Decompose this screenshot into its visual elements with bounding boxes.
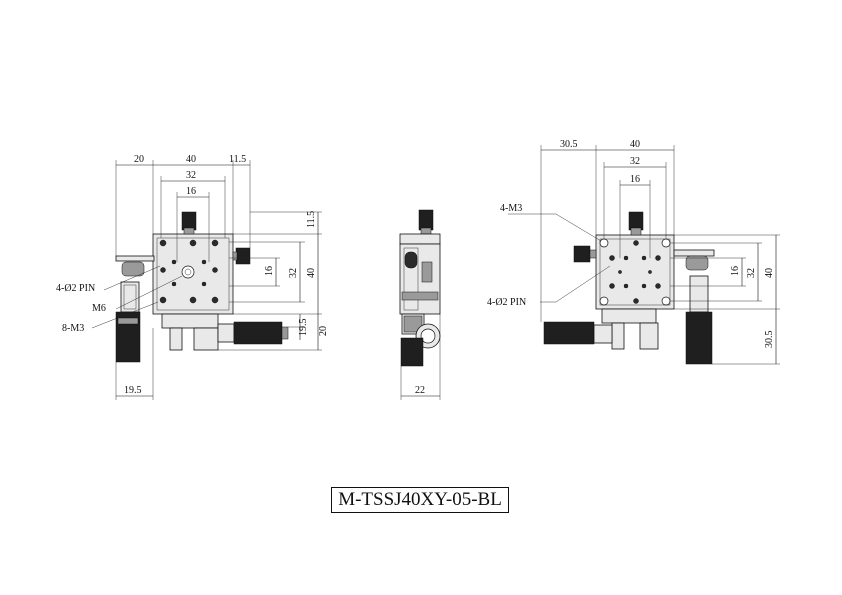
top-lock-knob (628, 211, 644, 231)
top-dim-30-5: 30.5 (560, 139, 578, 150)
top-side-knob (573, 245, 591, 263)
front-side-knob (235, 247, 251, 265)
callout-4-m3: 4-M3 (500, 203, 522, 214)
front-left-clamp (121, 261, 145, 277)
front-right-dim-19-5: 19.5 (298, 319, 309, 337)
side-micrometer-thimble (400, 337, 424, 367)
top-right-dim-16: 16 (730, 266, 741, 276)
top-right-clamp (685, 255, 709, 271)
side-view: 22 (399, 209, 441, 400)
front-right-dim-20: 20 (318, 326, 329, 336)
callout-m6: M6 (92, 303, 106, 314)
front-right-dim-16: 16 (264, 266, 275, 276)
m3-holes (159, 239, 219, 304)
top-micrometer-thimble (685, 311, 713, 365)
top-dim-32: 32 (630, 156, 640, 167)
front-dim-16: 16 (186, 186, 196, 197)
top-dim-16: 16 (630, 174, 640, 185)
front-dim-40: 40 (186, 154, 196, 165)
top-dim-40: 40 (630, 139, 640, 150)
top-stage-body (595, 234, 675, 310)
model-number-label: M-TSSJ40XY-05-BL (331, 487, 509, 513)
front-right-dim-32: 32 (288, 268, 299, 278)
top-right-dim-30-5: 30.5 (764, 331, 775, 349)
callout-4-pin: 4-Ø2 PIN (487, 297, 526, 308)
callout-8-m3: 8-M3 (62, 323, 84, 334)
front-view: 20 40 11.5 32 16 11.5 16 32 40 19.5 20 1… (56, 154, 329, 400)
top-view: 30.5 40 32 16 16 32 40 30.5 4-M3 4-Ø2 PI… (487, 139, 780, 365)
front-lock-knob (181, 211, 197, 231)
top-right-dim-40: 40 (764, 268, 775, 278)
center-m6-hole (181, 265, 195, 279)
front-horizontal-micrometer (233, 321, 283, 345)
front-dim-32: 32 (186, 170, 196, 181)
side-bottom-dim-22: 22 (415, 385, 425, 396)
front-bottom-dim-19-5: 19.5 (124, 385, 142, 396)
top-horizontal-micrometer (543, 321, 595, 345)
front-right-dim-40: 40 (306, 268, 317, 278)
side-lock-knob (418, 209, 434, 231)
front-dim-20: 20 (134, 154, 144, 165)
top-right-dim-32: 32 (746, 268, 757, 278)
front-dim-11-5: 11.5 (229, 154, 246, 165)
front-right-dim-11-5: 11.5 (306, 211, 317, 228)
callout-pin: 4-Ø2 PIN (56, 283, 95, 294)
